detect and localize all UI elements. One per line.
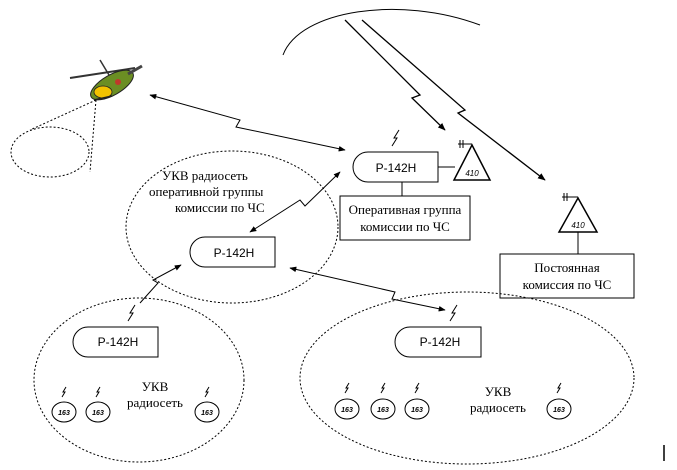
radio-unit-label: 163 bbox=[411, 407, 423, 414]
ops-group-box-line2: комиссии по ЧС bbox=[360, 219, 450, 234]
radio-unit-label: 163 bbox=[341, 407, 353, 414]
handheld-radio-icon bbox=[194, 386, 220, 423]
left-radio-network-area bbox=[33, 297, 245, 463]
right-network-label-line2: радиосеть bbox=[470, 400, 526, 415]
satellite-beam-1 bbox=[344, 19, 446, 131]
radio-unit-label: 163 bbox=[377, 407, 389, 414]
radio-station-right-network[interactable] bbox=[394, 326, 482, 358]
helicopter-view-line-2 bbox=[89, 99, 97, 173]
helicopter-view-area bbox=[10, 126, 90, 178]
ops-network-label-line3: комиссии по ЧС bbox=[175, 200, 265, 215]
radio-unit-label: 163 bbox=[553, 407, 565, 414]
handheld-radio-icon bbox=[370, 382, 396, 420]
permanent-commission-box[interactable] bbox=[499, 253, 635, 299]
radio-unit-label: 163 bbox=[58, 410, 70, 417]
radio-unit-label: 163 bbox=[92, 410, 104, 417]
radio-station-ops-group[interactable] bbox=[352, 151, 439, 183]
relay-tower-icon bbox=[452, 140, 492, 181]
radio-station-left-network-label: Р-142Н bbox=[98, 335, 139, 349]
handheld-radio-icon bbox=[51, 386, 77, 423]
handheld-radio-icon bbox=[546, 382, 572, 420]
ops-group-box-line1: Оперативная группа bbox=[349, 202, 462, 217]
right-radio-network-area bbox=[299, 291, 635, 465]
relay-tower-label: 410 bbox=[465, 169, 479, 178]
relay-tower-label-2: 410 bbox=[571, 221, 585, 230]
left-network-signal-icon bbox=[127, 304, 136, 322]
link-ops-network-to-ops-group bbox=[249, 171, 341, 233]
right-network-label-line1: УКВ bbox=[485, 384, 512, 399]
helicopter-icon bbox=[69, 59, 143, 101]
radio-station-ops-network-label: Р-142Н bbox=[214, 246, 255, 260]
left-network-label-line2: радиосеть bbox=[127, 395, 183, 410]
left-network-label-line1: УКВ bbox=[142, 379, 169, 394]
satellite-orbit-arc bbox=[282, 8, 481, 56]
right-network-signal-icon bbox=[449, 304, 458, 322]
handheld-radio-icon bbox=[404, 382, 430, 420]
permanent-commission-line1: Постоянная bbox=[534, 260, 599, 275]
permanent-commission-line2: комиссия по ЧС bbox=[523, 277, 612, 292]
link-helicopter-ops-group bbox=[149, 93, 346, 152]
ops-network-label-line2: оперативной группы bbox=[149, 184, 264, 199]
radio-station-right-network-label: Р-142Н bbox=[420, 335, 461, 349]
radio-unit-label: 163 bbox=[201, 410, 213, 417]
handheld-radio-icon bbox=[85, 386, 111, 423]
satellite-beam-2 bbox=[361, 19, 546, 181]
ops-group-signal-icon bbox=[391, 129, 400, 147]
radio-station-left-network[interactable] bbox=[72, 326, 159, 358]
ops-network-label-line1: УКВ радиосеть bbox=[162, 168, 248, 183]
link-right-network-to-ops-network bbox=[289, 266, 446, 312]
radio-station-ops-network[interactable] bbox=[189, 236, 276, 268]
helicopter-view-line-1 bbox=[29, 99, 97, 131]
radio-station-ops-group-label: Р-142Н bbox=[376, 161, 417, 175]
handheld-radio-icon bbox=[334, 382, 360, 420]
link-left-network-to-ops-network bbox=[139, 264, 182, 304]
